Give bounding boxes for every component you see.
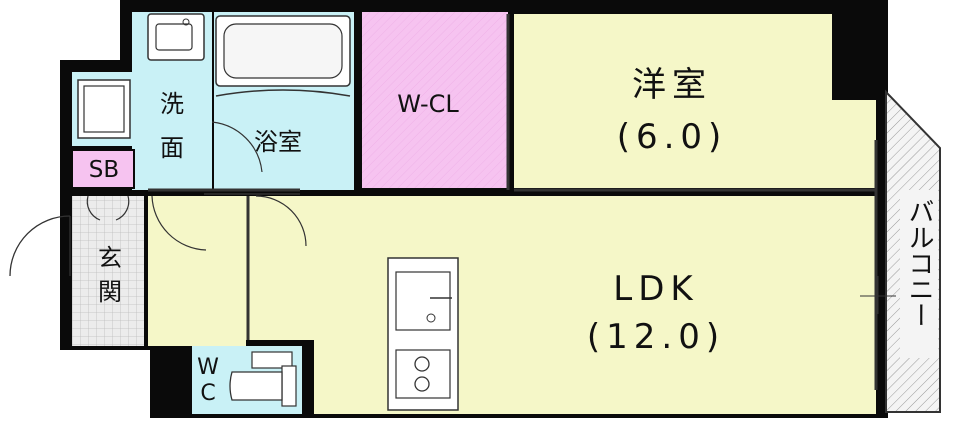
balcony: [885, 89, 941, 413]
walk-in-closet: [362, 12, 508, 188]
entrance-label-1: 玄: [98, 244, 122, 272]
western-room-label: 洋室: [632, 65, 712, 105]
entrance: [72, 196, 144, 346]
entrance-label-2: 関: [98, 278, 122, 306]
western-room: [514, 14, 876, 188]
bathtub: [215, 15, 351, 97]
washbasin: [147, 13, 205, 61]
washing-machine: [77, 79, 131, 139]
wc-label-1: W: [197, 355, 219, 380]
partitions: [9, 14, 896, 390]
balcony-label: バルコニー: [904, 198, 934, 328]
wash-label-2: 面: [160, 134, 184, 162]
sb-label: SB: [89, 157, 119, 183]
western-room-size: (6.0): [617, 117, 728, 157]
bath-label: 浴室: [254, 128, 302, 156]
wash-label-1: 洗: [160, 90, 184, 118]
wcl-label: W-CL: [397, 90, 459, 118]
toilet: [229, 351, 297, 407]
shoe-box: [71, 149, 135, 189]
ldk-size: (12.0): [587, 317, 725, 357]
ldk-label: LDK: [613, 269, 698, 309]
kitchen-counter: [387, 257, 459, 411]
wc-label-2: C: [200, 381, 215, 406]
ldk-room: [148, 196, 876, 414]
